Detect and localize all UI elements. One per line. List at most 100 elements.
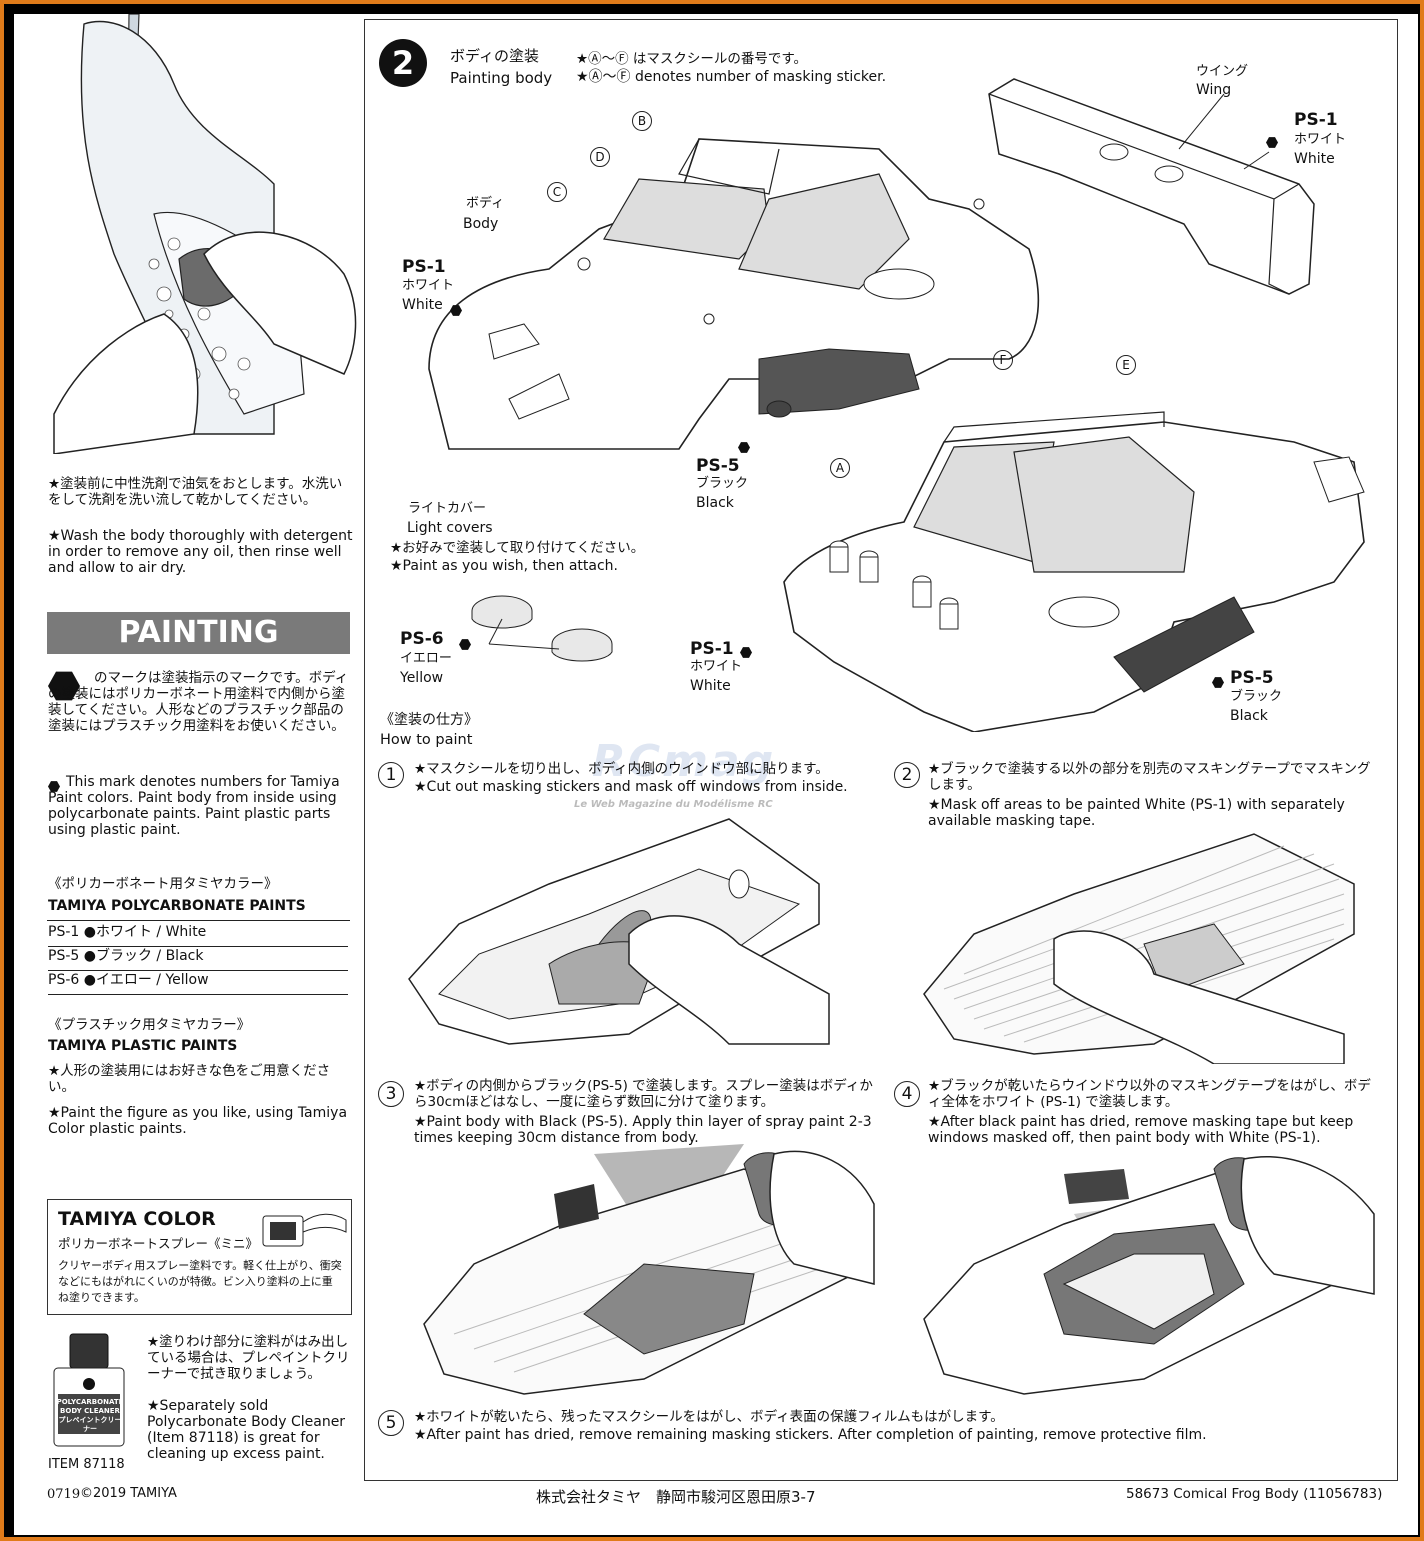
- paint-list: PS-1 ●ホワイト / White PS-5 ●ブラック / Black PS…: [48, 924, 348, 995]
- howto-title-jp: 《塗装の仕方》: [380, 712, 478, 728]
- figure-text-jp: ★人形の塗装用にはお好きな色をご用意ください。: [48, 1063, 331, 1095]
- body-cleaner-bottle: [53, 1333, 125, 1447]
- yellow-paint-code: PS-6: [400, 629, 444, 649]
- mark-text-en: This mark denotes numbers for Tamiya Pai…: [48, 774, 340, 838]
- paint-hex-icon: [459, 634, 471, 653]
- wash-text-jp: ★塗装前に中性洗剤で油気をおとします。水洗いをして洗剤を洗い流して乾かしてくださ…: [48, 476, 343, 508]
- sticker-label-b: B: [632, 110, 652, 131]
- wing-paint-jp: ホワイト: [1294, 132, 1347, 147]
- howto-title-en: How to paint: [380, 732, 473, 748]
- instruction-page: ★塗装前に中性洗剤で油気をおとします。水洗いをして洗剤を洗い流して乾かしてくださ…: [14, 14, 1418, 1535]
- section-note-jp: ★Ⓐ～Ⓕ はマスクシールの番号です。: [576, 51, 808, 67]
- footer-copyright: ©2019 TAMIYA: [80, 1486, 177, 1501]
- step-number: 1: [378, 762, 404, 788]
- wing-paint-code: PS-1: [1294, 110, 1338, 130]
- footer-company: 株式会社タミヤ 静岡市駿河区恩田原3-7: [536, 1488, 816, 1506]
- step1-illustration: [408, 818, 830, 1045]
- step-text-jp: ★ブラックが乾いたらウインドウ以外のマスキングテープをはがし、ボディ全体をホワイ…: [928, 1078, 1371, 1110]
- bottle-label: POLYCARBONATE BODY CLEANER プレペイントクリーナー: [56, 1398, 124, 1434]
- body-outside-illustration: [428, 138, 1040, 450]
- wing-label-jp: ウイング: [1196, 64, 1249, 79]
- spray-can-icon: [262, 1213, 347, 1247]
- painting-title: PAINTING: [47, 612, 350, 654]
- plastic-heading-en: TAMIYA PLASTIC PAINTS: [48, 1038, 238, 1054]
- step-text-jp: ★マスクシールを切り出し、ボディ内側のウインドウ部に貼ります。: [414, 761, 829, 777]
- black-paint-en: Black: [696, 495, 734, 511]
- step-number: 4: [894, 1081, 920, 1107]
- light-covers-illustration: [471, 595, 613, 662]
- step-number: 3: [378, 1081, 404, 1107]
- poly-heading-en: TAMIYA POLYCARBONATE PAINTS: [48, 898, 306, 914]
- tamiya-color-sub: ポリカーボネートスプレー《ミニ》: [58, 1236, 259, 1251]
- poly-heading-jp: 《ポリカーボネート用タミヤカラー》: [48, 876, 278, 892]
- section-title-jp: ボディの塗装: [450, 47, 539, 65]
- sticker-label-e: E: [1116, 354, 1136, 375]
- step4-illustration: [923, 1156, 1375, 1395]
- black-paint-code: PS-5: [696, 456, 740, 476]
- bottle-label-line: BODY CLEANER: [60, 1407, 120, 1415]
- step-text-en: ★Paint body with Black (PS-5). Apply thi…: [414, 1114, 872, 1146]
- light-note-jp: ★お好みで塗装して取り付けてください。: [390, 540, 645, 556]
- paint-mark-icon: [48, 671, 80, 701]
- body-paint-jp: ホワイト: [402, 278, 455, 293]
- step-text-jp: ★ホワイトが乾いたら、残ったマスクシールをはがし、ボディ表面の保護フィルムもはが…: [414, 1409, 1004, 1425]
- paint-mark-small-icon: [48, 776, 60, 795]
- paint-row: PS-5 ●ブラック / Black: [48, 947, 348, 971]
- paint-hex-icon: [740, 642, 752, 661]
- washing-illustration: [53, 14, 357, 454]
- bottle-label-line: プレペイントクリーナー: [58, 1416, 122, 1433]
- wing-label-en: Wing: [1196, 82, 1232, 98]
- body-paint-code: PS-1: [402, 257, 446, 277]
- inside-black-code: PS-5: [1230, 668, 1274, 688]
- painting-panel: [364, 19, 1398, 1481]
- step3-illustration: [423, 1144, 875, 1395]
- paint-code: PS-6: [48, 972, 80, 988]
- step-text-jp: ★ボディの内側からブラック(PS-5) で塗装します。スプレー塗装はボディから3…: [414, 1078, 873, 1110]
- black-paint-jp: ブラック: [696, 476, 749, 491]
- section-number: 2: [379, 39, 427, 87]
- step-text-en: ★Cut out masking stickers and mask off w…: [414, 779, 848, 795]
- paint-name: ●イエロー / Yellow: [83, 972, 209, 988]
- body-label-en: Body: [463, 216, 499, 232]
- footer-product: 58673 Comical Frog Body (11056783): [1126, 1486, 1383, 1502]
- light-label-en: Light covers: [407, 520, 493, 536]
- paint-hex-icon: [450, 300, 462, 319]
- figure-text-en: ★Paint the figure as you like, using Tam…: [48, 1105, 348, 1137]
- cleaner-text-jp: ★塗りわけ部分に塗料がはみ出している場合は、プレペイントクリーナーで拭き取りまし…: [147, 1334, 350, 1382]
- paint-name: ●ブラック / Black: [83, 948, 204, 964]
- wash-text-en: ★Wash the body thoroughly with detergent…: [48, 528, 353, 576]
- cleaner-text-en: ★Separately sold Polycarbonate Body Clea…: [147, 1398, 346, 1462]
- plastic-heading-jp: 《プラスチック用タミヤカラー》: [48, 1017, 251, 1033]
- wing-illustration: [988, 78, 1315, 295]
- sticker-label-d: D: [590, 146, 610, 167]
- sticker-label-f: F: [993, 349, 1013, 370]
- mark-text-jp: のマークは塗装指示のマークです。ボディの塗装にはポリカーボネート用塗料で内側から…: [48, 670, 349, 734]
- body-paint-en: White: [402, 297, 443, 313]
- step2-illustration: [923, 833, 1355, 1064]
- paint-code: PS-5: [48, 948, 80, 964]
- paint-code: PS-1: [48, 924, 80, 940]
- wing-paint-en: White: [1294, 151, 1335, 167]
- item-number: ITEM 87118: [48, 1457, 125, 1472]
- footer-code: 0719: [47, 1487, 81, 1502]
- step-number: 2: [894, 762, 920, 788]
- section-title-en: Painting body: [450, 69, 553, 87]
- body-inside-illustration: [783, 411, 1365, 732]
- inside-white-en: White: [690, 678, 731, 694]
- step-number: 5: [378, 1410, 404, 1436]
- tamiya-color-box: TAMIYA COLOR ポリカーボネートスプレー《ミニ》 クリヤーボディ用スプ…: [47, 1199, 352, 1315]
- section-note-en: ★Ⓐ～Ⓕ denotes number of masking sticker.: [576, 69, 887, 85]
- paint-row: PS-1 ●ホワイト / White: [48, 924, 348, 947]
- sticker-label-c: C: [547, 181, 567, 202]
- paint-name: ●ホワイト / White: [83, 924, 207, 940]
- paint-hex-icon: [738, 437, 750, 456]
- paint-hex-icon: [1266, 132, 1278, 151]
- yellow-paint-jp: イエロー: [400, 651, 452, 666]
- tamiya-color-title: TAMIYA COLOR: [58, 1208, 216, 1230]
- step-text-en: ★After black paint has dried, remove mas…: [928, 1114, 1354, 1146]
- light-label-jp: ライトカバー: [408, 501, 487, 516]
- yellow-paint-en: Yellow: [400, 670, 444, 686]
- light-note-en: ★Paint as you wish, then attach.: [390, 558, 619, 574]
- watermark-tagline: Le Web Magazine du Modélisme RC: [574, 799, 773, 810]
